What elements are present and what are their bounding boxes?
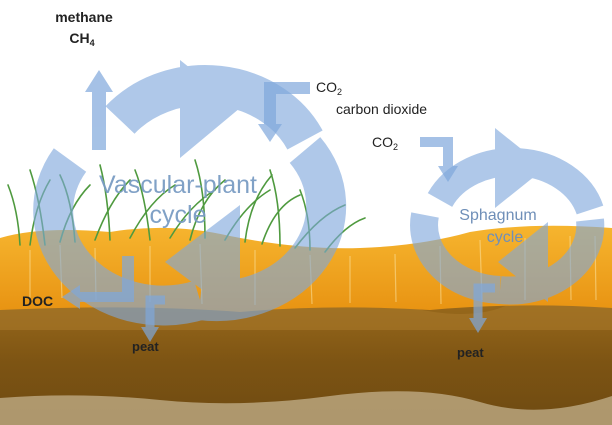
sphagnum-cycle-arrow	[410, 128, 605, 305]
co2-uptake-arrow-vascular	[258, 82, 310, 142]
vascular-plant-cycle-title: Vascular-plant	[99, 171, 257, 199]
co2-uptake-arrow-sphagnum	[420, 137, 458, 182]
co2-label-vascular: CO2	[316, 79, 342, 97]
doc-label: DOC	[22, 293, 53, 309]
doc-export-arrow	[62, 256, 134, 309]
ch4-label: CH4	[69, 30, 94, 48]
sphagnum-cycle-subtitle: cycle	[487, 229, 524, 246]
peat-label-left: peat	[132, 339, 159, 354]
peat-label-right: peat	[457, 345, 484, 360]
carbon-dioxide-label: carbon dioxide	[336, 101, 427, 117]
co2-label-sphagnum: CO2	[372, 134, 398, 152]
vascular-plant-cycle-subtitle: cycle	[150, 201, 207, 229]
methane-emission-arrow	[85, 70, 113, 150]
vascular-plant-cycle-arrow	[33, 60, 347, 326]
sphagnum-cycle-title: Sphagnum	[459, 207, 536, 224]
peat-accumulation-arrow-right	[469, 283, 495, 333]
methane-label: methane	[55, 9, 113, 25]
peat-accumulation-arrow-left	[141, 295, 165, 342]
